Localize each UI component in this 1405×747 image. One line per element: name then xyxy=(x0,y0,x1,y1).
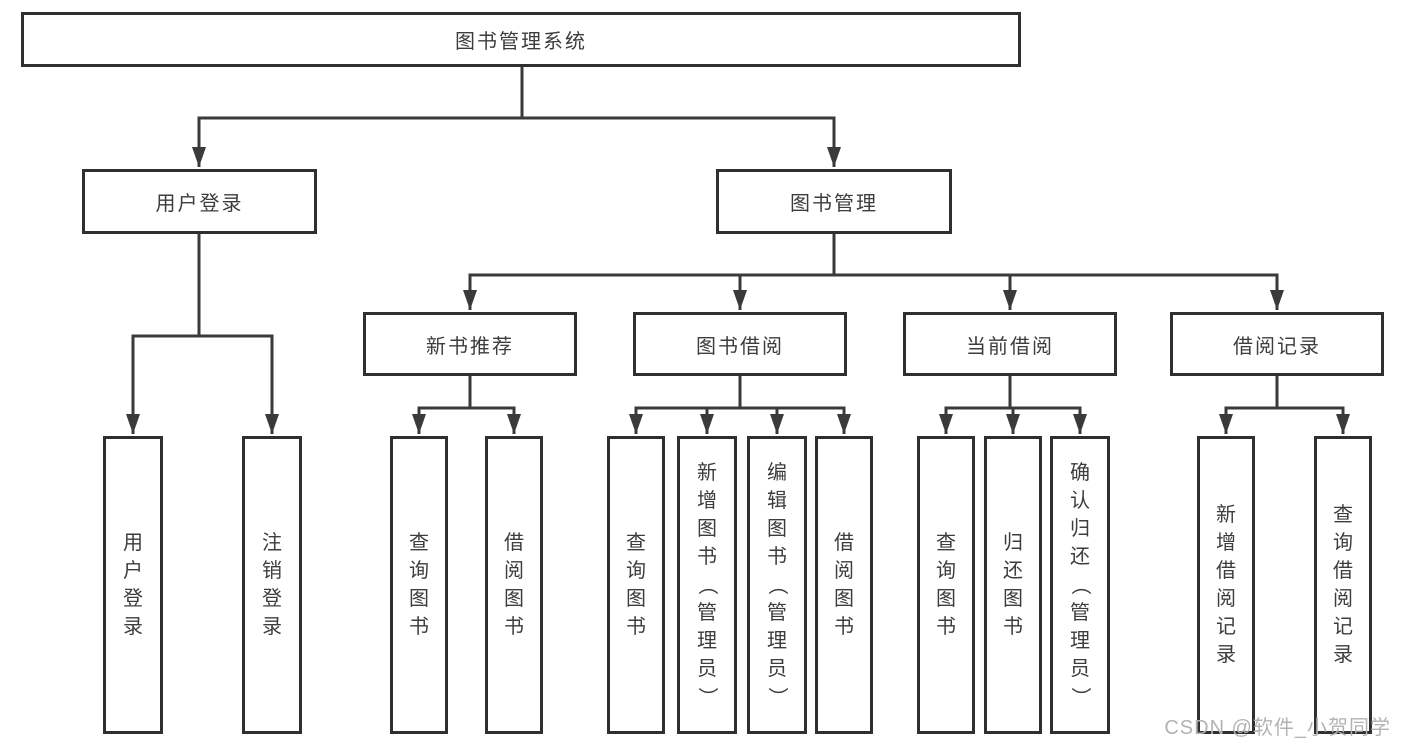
node-query-borrow-record: 查询借阅记录 xyxy=(1314,436,1372,734)
node-label: 用户登录 xyxy=(123,532,143,638)
node-label: 确认归还（管理员） xyxy=(1069,462,1091,707)
node-label: 查询图书 xyxy=(409,532,429,638)
edge-new-book-recommend-to-borrow-books-recommend xyxy=(468,376,521,434)
node-query-books-borrow: 查询图书 xyxy=(607,436,665,734)
node-label: 当前借阅 xyxy=(966,335,1054,358)
edges-group xyxy=(126,67,1350,434)
node-label: 图书管理系统 xyxy=(455,31,587,53)
node-label: 借阅记录 xyxy=(1233,335,1321,358)
node-label: 新增图书（管理员） xyxy=(696,462,718,707)
node-label: 新增借阅记录 xyxy=(1216,504,1236,666)
edge-user-login-to-user-login-op xyxy=(126,234,201,434)
node-add-books-admin: 新增图书（管理员） xyxy=(677,436,737,734)
node-add-borrow-record: 新增借阅记录 xyxy=(1197,436,1255,734)
edge-borrow-records-to-add-borrow-record xyxy=(1219,376,1279,434)
edge-book-management-to-borrow-records xyxy=(832,234,1284,310)
edge-new-book-recommend-to-query-books-recommend xyxy=(412,376,472,434)
node-label: 查询借阅记录 xyxy=(1333,504,1353,666)
node-label: 查询图书 xyxy=(936,532,956,638)
node-borrow-books-op: 借阅图书 xyxy=(815,436,873,734)
node-user-login: 用户登录 xyxy=(82,169,317,234)
edge-book-management-to-book-borrow xyxy=(733,234,836,310)
edge-book-management-to-current-borrow xyxy=(832,234,1017,310)
edge-book-borrow-to-edit-books-admin xyxy=(738,376,784,434)
node-book-borrow: 图书借阅 xyxy=(633,312,847,376)
node-current-borrow: 当前借阅 xyxy=(903,312,1117,376)
edge-user-login-to-logout-op xyxy=(197,234,279,434)
node-borrow-books-recommend: 借阅图书 xyxy=(485,436,543,734)
node-label: 图书借阅 xyxy=(696,335,784,358)
edge-root-to-book-management xyxy=(520,67,841,167)
node-book-management: 图书管理 xyxy=(716,169,952,234)
node-label: 用户登录 xyxy=(155,193,244,215)
edge-book-borrow-to-add-books-admin xyxy=(700,376,742,434)
node-label: 归还图书 xyxy=(1003,532,1023,638)
node-label: 借阅图书 xyxy=(834,532,854,638)
node-confirm-return-admin: 确认归还（管理员） xyxy=(1050,436,1110,734)
edge-book-borrow-to-query-books-borrow xyxy=(629,376,742,434)
edge-book-borrow-to-borrow-books-op xyxy=(738,376,851,434)
node-edit-books-admin: 编辑图书（管理员） xyxy=(747,436,807,734)
node-label: 借阅图书 xyxy=(504,532,524,638)
node-return-books: 归还图书 xyxy=(984,436,1042,734)
node-label: 图书管理 xyxy=(790,193,878,215)
node-new-book-recommend: 新书推荐 xyxy=(363,312,577,376)
node-query-books-current: 查询图书 xyxy=(917,436,975,734)
node-logout-op: 注销登录 xyxy=(242,436,302,734)
node-root: 图书管理系统 xyxy=(21,12,1021,67)
node-label: 注销登录 xyxy=(262,532,282,638)
node-borrow-records: 借阅记录 xyxy=(1170,312,1384,376)
edge-current-borrow-to-confirm-return-admin xyxy=(1008,376,1087,434)
node-query-books-recommend: 查询图书 xyxy=(390,436,448,734)
node-user-login-op: 用户登录 xyxy=(103,436,163,734)
node-label: 新书推荐 xyxy=(426,335,514,358)
edge-borrow-records-to-query-borrow-record xyxy=(1275,376,1350,434)
edge-book-management-to-new-book-recommend xyxy=(463,234,836,310)
edge-root-to-user-login xyxy=(192,67,524,167)
node-label: 查询图书 xyxy=(626,532,646,638)
edge-current-borrow-to-query-books-current xyxy=(939,376,1012,434)
node-label: 编辑图书（管理员） xyxy=(766,462,788,707)
watermark: CSDN @软件_小贺同学 xyxy=(1164,717,1391,739)
